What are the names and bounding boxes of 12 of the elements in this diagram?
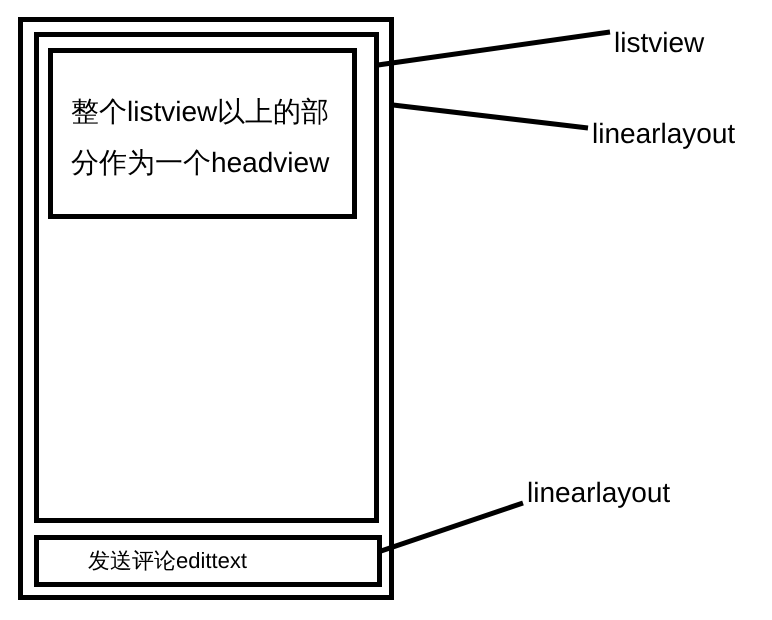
callout-label: listview <box>614 27 704 59</box>
outer-frame <box>18 17 394 600</box>
input-frame <box>34 535 382 587</box>
callout-label: linearlayout <box>592 118 736 150</box>
leader-line <box>392 102 588 130</box>
header-frame <box>48 48 357 219</box>
leader-line <box>380 500 524 554</box>
input-text: 发送评论edittext <box>88 548 247 574</box>
callout-label: linearlayout <box>527 477 670 509</box>
list-frame <box>34 32 379 523</box>
header-text: 整个listview以上的部分作为一个headview <box>71 95 330 180</box>
leader-line <box>378 30 610 68</box>
